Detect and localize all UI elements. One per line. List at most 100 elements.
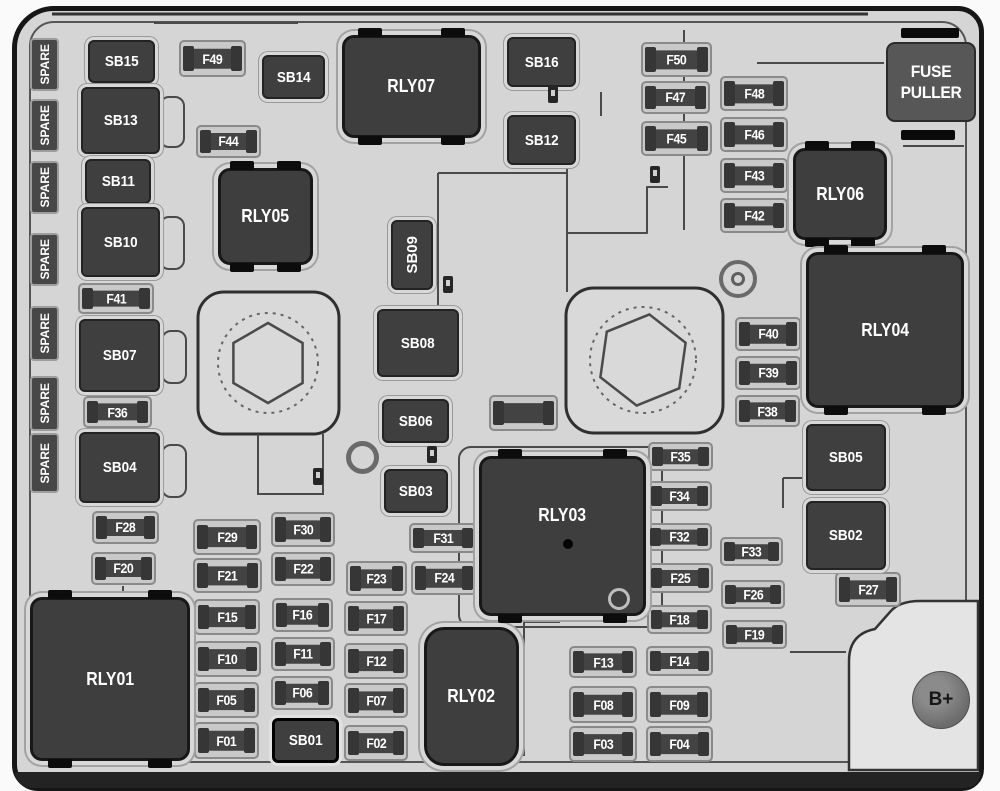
fuse-band: F07 (348, 690, 404, 711)
fuse-band: F48 (724, 83, 784, 104)
fuse-F41: F41 (78, 283, 154, 314)
fuse-label: F42 (744, 207, 764, 224)
relay-clip (358, 136, 383, 145)
relay-clip (921, 245, 946, 254)
screw-hole (719, 260, 757, 298)
sb-label: SB03 (399, 482, 433, 500)
relay-clip (498, 614, 523, 623)
relay-pin-ring (608, 588, 630, 610)
sb-SB15: SB15 (88, 40, 155, 83)
sb-SB03: SB03 (384, 469, 448, 513)
sb-label: SB13 (103, 112, 138, 129)
fuse-label: F16 (292, 607, 313, 623)
fuse-band: F34 (651, 487, 708, 505)
fuse-label: F49 (202, 50, 223, 67)
fuse-F49: F49 (179, 40, 246, 77)
fuse-label: F22 (293, 561, 313, 577)
battery-terminal-label: B+ (928, 689, 954, 710)
fuse-band: F14 (650, 652, 709, 670)
relay-clip (851, 238, 876, 247)
fuse-band: F38 (739, 402, 796, 420)
fuse-band: F24 (415, 568, 473, 588)
fuse-label: F44 (218, 133, 239, 150)
fuse-label: F20 (113, 560, 134, 577)
fuse-F47: F47 (641, 81, 710, 114)
fuse-F09: F09 (646, 686, 712, 723)
fuse-F05: F05 (194, 682, 259, 718)
fuse-label: F24 (434, 570, 454, 586)
fuse-F23: F23 (346, 561, 407, 596)
sb-SB13: SB13 (81, 87, 160, 154)
fuse-label: F07 (366, 692, 386, 709)
sb-label: SB12 (524, 131, 559, 149)
fuse-band: F25 (651, 569, 709, 587)
relay-label: RLY02 (447, 686, 496, 706)
spare-fuse-label: SPARE (37, 383, 52, 424)
fuse-F18: F18 (647, 605, 712, 634)
spare-fuse: SPARE (30, 99, 59, 152)
fuse-F35: F35 (648, 442, 713, 471)
spare-fuse-label: SPARE (37, 313, 52, 354)
fuse-band: F13 (573, 653, 633, 671)
fuse-F11: F11 (271, 637, 335, 671)
fuse-band: F32 (650, 529, 708, 545)
sb-SB01: SB01 (272, 718, 339, 763)
fuse-F04: F04 (646, 726, 713, 762)
spare-fuse: SPARE (30, 306, 59, 361)
fuse-F42: F42 (720, 198, 788, 233)
fuse-label: F15 (217, 608, 237, 625)
fuse-puller-label-line1: FUSE (910, 61, 952, 81)
relay-clip (440, 28, 465, 37)
relay-clip (147, 759, 172, 768)
fuse-label: F38 (757, 402, 778, 419)
fuse-label: F06 (292, 685, 312, 701)
spare-fuse: SPARE (30, 433, 59, 493)
fuse-label: F45 (666, 130, 687, 147)
sb-SB09: SB09 (391, 220, 433, 290)
connector-mark (548, 86, 558, 103)
fuse-band: F47 (645, 88, 706, 107)
fuse-F44: F44 (196, 125, 261, 158)
fuse-F45: F45 (641, 121, 712, 156)
relay-clip (851, 141, 876, 150)
fuse-band (493, 403, 554, 423)
spare-fuse-label: SPARE (37, 239, 52, 280)
sb-label: SB15 (104, 53, 139, 70)
fuse-band: F17 (348, 608, 404, 629)
fuse-label: F11 (293, 646, 313, 662)
fuse-F46: F46 (720, 117, 788, 152)
fuse-band: F12 (348, 651, 404, 671)
sb-label: SB16 (524, 53, 559, 71)
relay-clip (602, 614, 627, 623)
fuse-F02: F02 (344, 725, 408, 761)
fuse-band: F40 (739, 324, 797, 344)
sb-SB16: SB16 (507, 37, 576, 87)
fuse-F48: F48 (720, 76, 788, 111)
fuse-label: F41 (106, 290, 126, 307)
fuse-label: F17 (366, 610, 386, 627)
fuse-band: F21 (197, 565, 258, 586)
sb-SB14: SB14 (262, 55, 325, 99)
relay-label: RLY07 (387, 76, 436, 96)
fuse-label: F29 (217, 528, 237, 545)
fuse-band: F31 (413, 529, 473, 547)
fuse-F43: F43 (720, 158, 788, 193)
fuse-F26: F26 (721, 580, 785, 609)
fuse-F32: F32 (646, 523, 712, 551)
fuse-label: F23 (366, 570, 387, 587)
fuse-unlabeled (489, 395, 558, 431)
sb-SB10: SB10 (81, 207, 160, 277)
fuse-band: F28 (96, 518, 155, 537)
sb-label: SB05 (829, 449, 863, 466)
relay-RLY04: RLY04 (806, 245, 964, 415)
relay-RLY06: RLY06 (793, 141, 887, 247)
fuse-band: F27 (839, 579, 897, 600)
fuse-F01: F01 (194, 722, 259, 759)
sb-SB05: SB05 (806, 424, 886, 491)
fuse-label: F10 (217, 650, 238, 667)
fuse-label: F02 (366, 734, 386, 751)
fuse-F10: F10 (194, 641, 261, 677)
fuse-band: F26 (725, 587, 781, 603)
fuse-band: F33 (724, 544, 779, 560)
fuse-band: F43 (724, 165, 784, 186)
